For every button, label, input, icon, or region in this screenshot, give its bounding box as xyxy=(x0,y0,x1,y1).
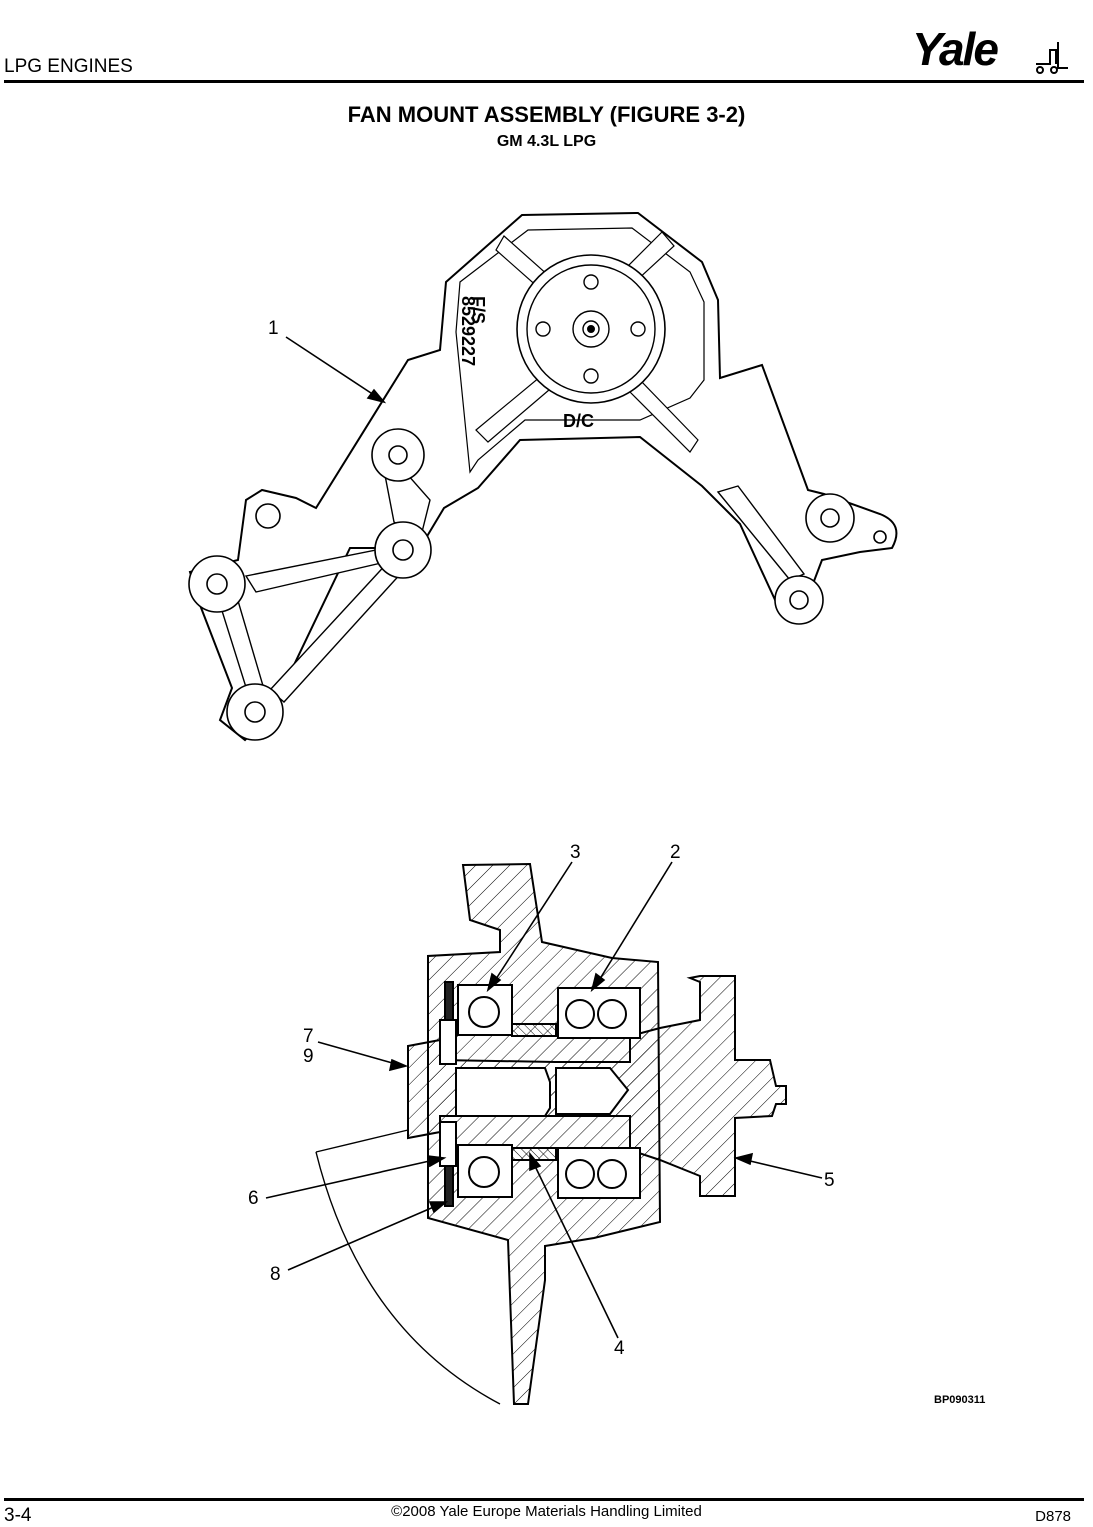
callout-5: 5 xyxy=(824,1170,835,1191)
part-mark-dc: D/C xyxy=(563,411,594,431)
callout-2: 2 xyxy=(670,842,681,863)
callout-3: 3 xyxy=(570,842,581,863)
section-header: LPG ENGINES xyxy=(4,56,133,77)
callout-9: 9 xyxy=(303,1046,314,1067)
brand-logo: Yale xyxy=(912,20,1072,80)
copyright: ©2008 Yale Europe Materials Handling Lim… xyxy=(391,1503,702,1520)
header-rule xyxy=(4,80,1084,83)
callout-4: 4 xyxy=(614,1338,625,1359)
leader-1 xyxy=(285,336,387,404)
callout-1: 1 xyxy=(268,318,279,339)
figure-title: FAN MOUNT ASSEMBLY (FIGURE 3-2) xyxy=(347,102,746,127)
part-mark-fs: F/S xyxy=(468,296,488,324)
figure-subtitle: GM 4.3L LPG xyxy=(496,133,597,150)
callout-8: 8 xyxy=(270,1264,281,1285)
figure-code: BP090311 xyxy=(934,1394,986,1406)
callout-6: 6 xyxy=(248,1188,259,1209)
forklift-icon xyxy=(1036,42,1068,74)
document-number: D878 xyxy=(1035,1508,1071,1525)
section-leaders xyxy=(265,861,823,1339)
part-mark-number: 8529227 xyxy=(458,296,478,366)
brand-logo-text: Yale xyxy=(912,23,999,75)
fan-mount-bracket xyxy=(188,211,898,742)
page-number: 3-4 xyxy=(4,1505,32,1526)
footer-rule xyxy=(4,1498,1084,1501)
callout-7: 7 xyxy=(303,1026,314,1047)
bearing-section xyxy=(315,862,787,1405)
